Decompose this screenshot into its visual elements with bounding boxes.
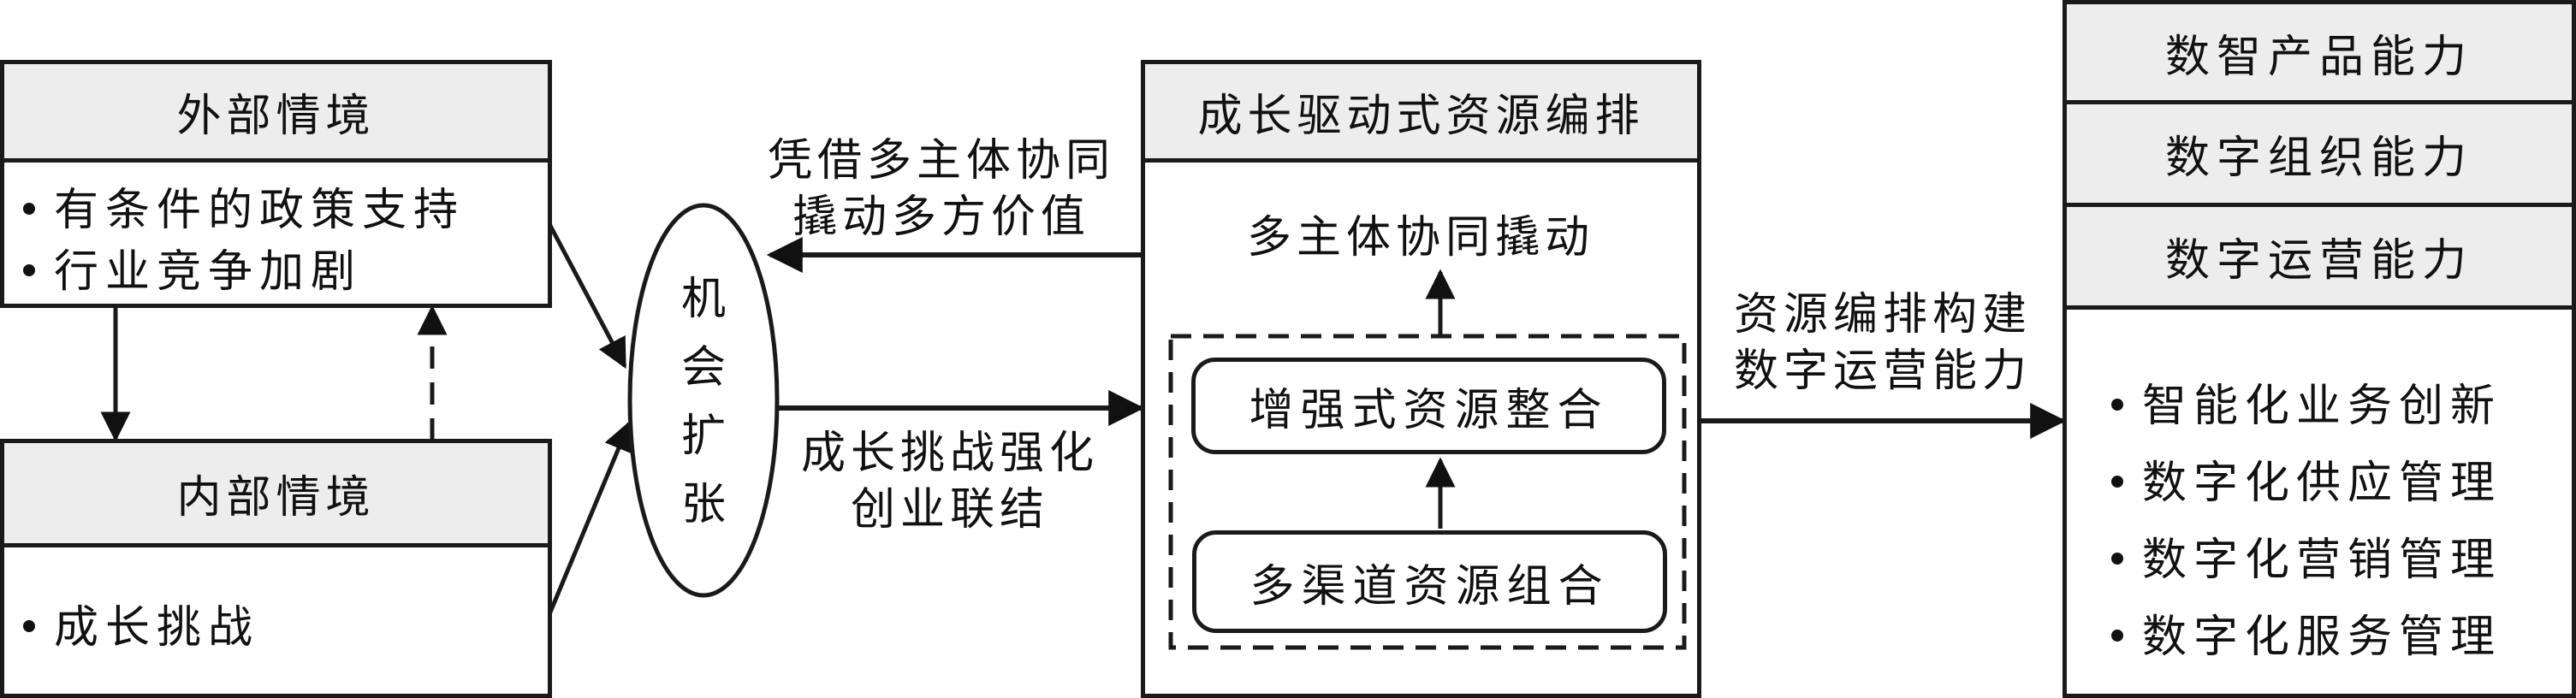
capability-header-operation: 数字运营能力 [2063, 203, 2576, 310]
external-context-title: 外部情境 [4, 64, 548, 163]
opportunity-label: 机 会 扩 张 [680, 274, 726, 530]
capability-item: 智能化业务创新 [2111, 368, 2572, 445]
internal-context-title: 内部情境 [4, 443, 548, 547]
bullet-icon [2111, 475, 2123, 488]
orchestration-title: 成长驱动式资源编排 [1145, 64, 1697, 163]
edge-label-leverage: 凭借多主体协同 撬动多方价值 [767, 135, 1115, 243]
bullet-icon [23, 202, 35, 215]
external-context-item: 行业竞争加剧 [23, 241, 548, 303]
bullet-icon [23, 263, 35, 276]
internal-context-box: 内部情境 成长挑战 [0, 439, 552, 698]
capability-items-box: 智能化业务创新 数字化供应管理 数字化营销管理 数字化服务管理 [2063, 305, 2576, 698]
opportunity-ellipse [627, 203, 780, 598]
arrow-external-to-opportunity [547, 222, 627, 370]
stage-dashed-frame [1168, 334, 1687, 650]
capability-item: 数字化服务管理 [2111, 599, 2572, 676]
orchestration-top-label: 多主体协同撬动 [1246, 212, 1594, 263]
bullet-icon [2111, 552, 2123, 565]
arrow-internal-to-opportunity [547, 420, 633, 615]
capability-header-product: 数智产品能力 [2063, 0, 2576, 104]
internal-context-item: 成长挑战 [23, 597, 548, 659]
capability-item: 数字化供应管理 [2111, 445, 2572, 522]
bullet-icon [2111, 629, 2123, 642]
external-context-item: 有条件的政策支持 [23, 180, 548, 241]
edge-label-build-capability: 资源编排构建 数字运营能力 [1733, 289, 2032, 397]
edge-label-growth-challenge: 成长挑战强化 创业联结 [800, 428, 1099, 535]
bullet-icon [23, 619, 35, 632]
capability-header-organization: 数字组织能力 [2063, 100, 2576, 207]
external-context-box: 外部情境 有条件的政策支持 行业竞争加剧 [0, 60, 552, 308]
capability-item: 数字化营销管理 [2111, 522, 2572, 599]
stage-upper-box: 增强式资源整合 [1191, 358, 1666, 454]
bullet-icon [2111, 398, 2123, 411]
stage-lower-box: 多渠道资源组合 [1192, 530, 1667, 633]
